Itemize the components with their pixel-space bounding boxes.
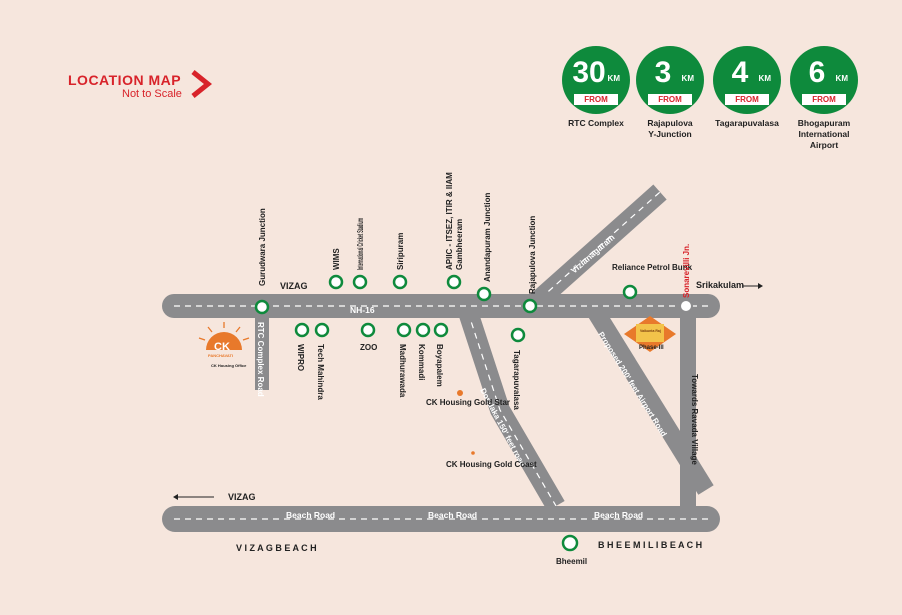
road-label-rtc-complex: RTC Complex Road: [256, 322, 265, 397]
direction-vizag-bottom: VIZAG: [228, 492, 256, 502]
road-label-airport: Proposed 200' feet Airport Road: [596, 330, 668, 438]
marker-ck-goldcoast: [471, 451, 475, 455]
marker-sonarevilli: [679, 299, 693, 313]
road-label-nh16: NH-16: [350, 305, 375, 315]
road-label-beach-2: Beach Road: [428, 510, 477, 520]
road-dondaka: [458, 308, 565, 512]
badge-label: Bhogapuram International Airport: [797, 118, 851, 150]
label-techm: Tech Mahindra: [316, 344, 325, 400]
label-apiic: APIIC - ITSEZ, ITIR & IIAM: [445, 172, 454, 270]
beach-bheemili: B H E E M I L I B E A C H: [598, 540, 702, 550]
road-nh16: [162, 294, 720, 318]
beach-vizag: V I Z A G B E A C H: [236, 543, 317, 553]
road-beach: [162, 506, 720, 532]
label-cricket: International Cricket Stadium: [356, 218, 365, 270]
label-reliance: Reliance Petrol Bunk: [612, 263, 693, 272]
svg-text:Vaikunta Raj: Vaikunta Raj: [640, 329, 661, 333]
road-label-vizianagaram: Vizianagaram: [569, 232, 617, 276]
label-ck-goldstar: CK Housing Gold Star: [426, 398, 510, 407]
marker-madhurawada: [396, 322, 412, 338]
marker-wims: [328, 274, 344, 290]
svg-text:CK Housing Office: CK Housing Office: [211, 363, 247, 368]
ck-office-logo: CK PANCHAVATI CK Housing Office: [198, 322, 250, 368]
road-label-ravada: Towards Ravada Village: [690, 374, 699, 465]
marker-anandapuram: [476, 286, 492, 302]
marker-wipro: [294, 322, 310, 338]
badge-label: Tagarapuvalasa: [715, 118, 779, 128]
label-rajapulova: Rajapulova Junction: [528, 216, 537, 294]
svg-text:PANCHAVATI: PANCHAVATI: [208, 353, 233, 358]
marker-tagarapuvalasa: [510, 327, 526, 343]
svg-text:CK: CK: [214, 341, 230, 353]
label-anandapuram: Anandapuram Junction: [483, 193, 492, 282]
label-madhurawada: Madhurawada: [398, 344, 407, 398]
chevron-right-icon: [191, 70, 212, 98]
direction-vizag-top: VIZAG: [280, 281, 308, 291]
label-wims: WIMS: [332, 248, 341, 270]
marker-boyapalem: [433, 322, 449, 338]
svg-text:Phase-III: Phase-III: [639, 345, 664, 351]
marker-ck-goldstar: [457, 390, 463, 396]
road-airport: [584, 301, 714, 495]
marker-reliance: [622, 284, 638, 300]
label-gambheeram: Gambheeram: [455, 219, 464, 270]
road-label-beach-1: Beach Road: [286, 510, 335, 520]
badge-label: RTC Complex: [568, 118, 624, 128]
badge-label: Rajapulova Y-Junction: [647, 118, 693, 139]
marker-gurudwara: [254, 299, 270, 315]
label-tagarapuvalasa: Tagarapuvalasa: [512, 350, 521, 410]
label-boyapalem: Boyapalem: [435, 344, 444, 387]
page-subtitle: Not to Scale: [122, 88, 182, 100]
page-title: LOCATION MAP: [68, 72, 182, 88]
marker-techm: [314, 322, 330, 338]
arrow-right-icon: [742, 283, 763, 289]
marker-zoo: [360, 322, 376, 338]
label-siripuram: Siripuram: [396, 233, 405, 270]
road-label-beach-3: Beach Road: [594, 510, 643, 520]
marker-bheemil: [561, 534, 579, 552]
marker-siripuram: [392, 274, 408, 290]
label-gurudwara: Gurudwara Junction: [258, 208, 267, 286]
arrow-left-icon: [173, 494, 214, 500]
label-sonarevilli: Sonarevilli Jn.: [682, 244, 691, 298]
road-vizianagaram: [525, 184, 667, 314]
marker-rajapulova: [522, 298, 538, 314]
project-phase-logo: Vaikunta Raj Phase-III: [624, 316, 676, 352]
marker-kommadi: [415, 322, 431, 338]
marker-apiic: [446, 274, 462, 290]
label-wipro: WIPRO: [296, 344, 305, 371]
label-zoo: ZOO: [360, 343, 377, 352]
label-kommadi: Kommadi: [417, 344, 426, 380]
road-label-dondaka: Dondaka 150' feet road: [478, 387, 527, 468]
direction-srikakulam: Srikakulam: [696, 280, 744, 290]
marker-cricket: [352, 274, 368, 290]
label-bheemil: Bheemil: [556, 557, 587, 566]
label-ck-goldcoast: CK Housing Gold Coast: [446, 460, 537, 469]
